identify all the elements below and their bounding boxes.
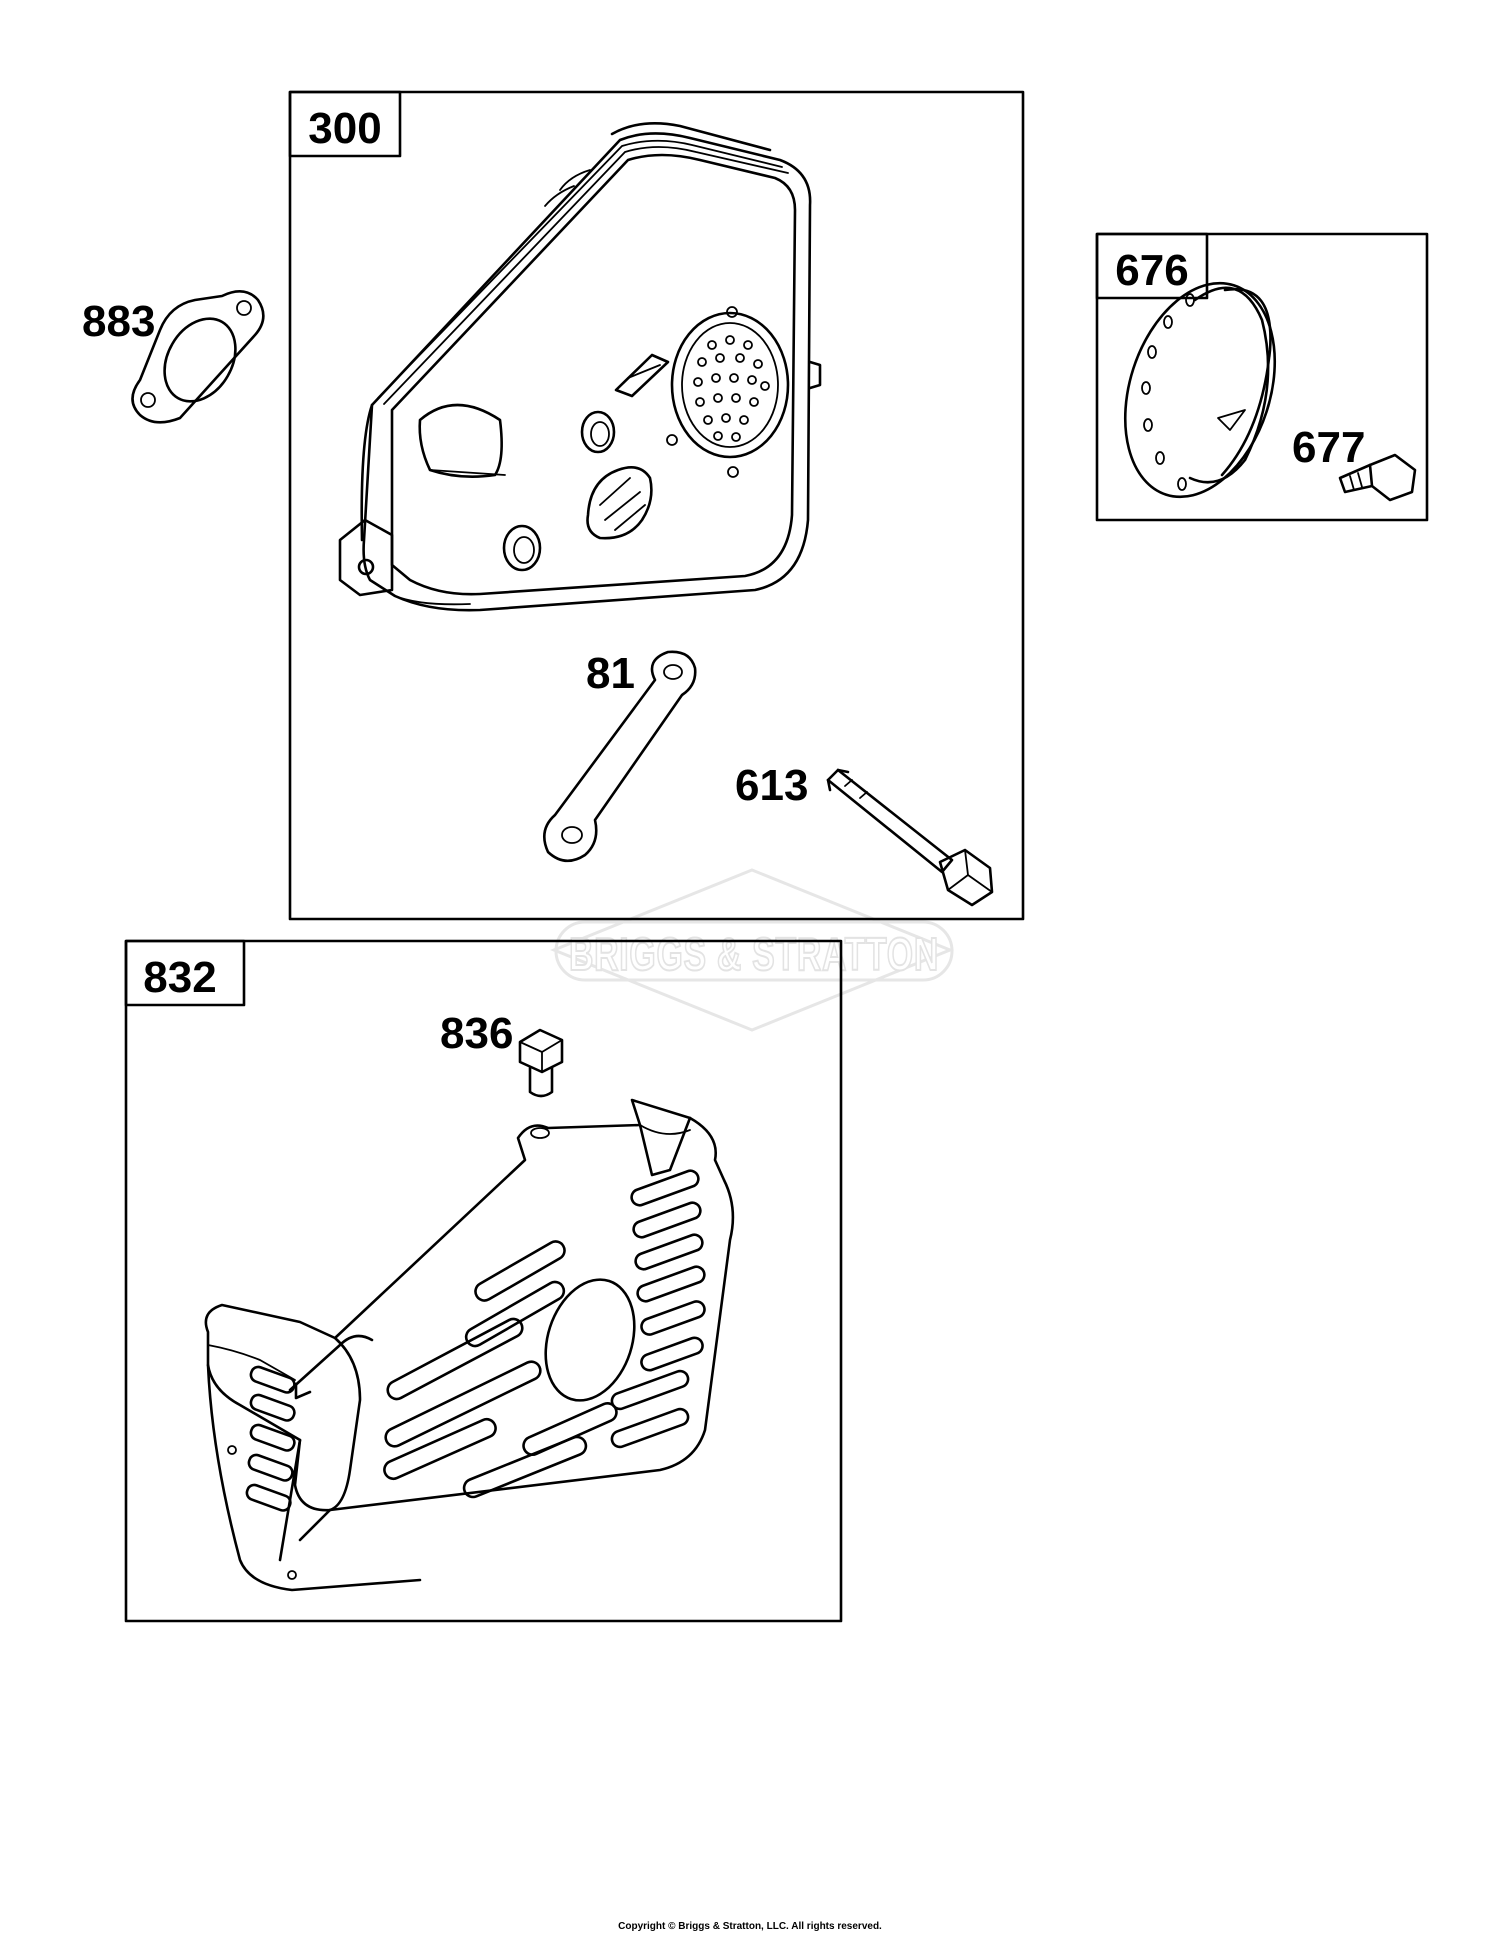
watermark-logo: BRIGGS & STRATTON — [549, 868, 955, 1032]
gasket-drawing — [131, 290, 265, 424]
muffler-box: 300 — [288, 90, 1025, 921]
deflector-drawing — [1123, 281, 1277, 499]
muffler-drawing — [338, 122, 822, 612]
deflector-box: 676 — [1095, 232, 1429, 522]
guard-box-label: 832 — [143, 953, 216, 1002]
callout-deflector-screw: 677 — [1292, 423, 1365, 472]
copyright-notice: Copyright © Briggs & Stratton, LLC. All … — [618, 1921, 882, 1932]
guard-box: 832 — [124, 939, 843, 1623]
muffler-box-label: 300 — [308, 104, 381, 153]
watermark-text: BRIGGS & STRATTON — [569, 928, 939, 980]
callout-lock-plate: 81 — [586, 649, 635, 698]
callout-guard-screw: 836 — [440, 1009, 513, 1058]
screw-drawing — [826, 768, 994, 907]
lock-plate-drawing — [543, 650, 697, 863]
deflector-screw-drawing — [1338, 453, 1417, 502]
callout-screw: 613 — [735, 761, 808, 810]
guard-screw-drawing — [518, 1028, 564, 1098]
deflector-box-label: 676 — [1115, 246, 1188, 295]
guard-drawing — [204, 1098, 735, 1592]
callout-gasket: 883 — [82, 297, 155, 346]
